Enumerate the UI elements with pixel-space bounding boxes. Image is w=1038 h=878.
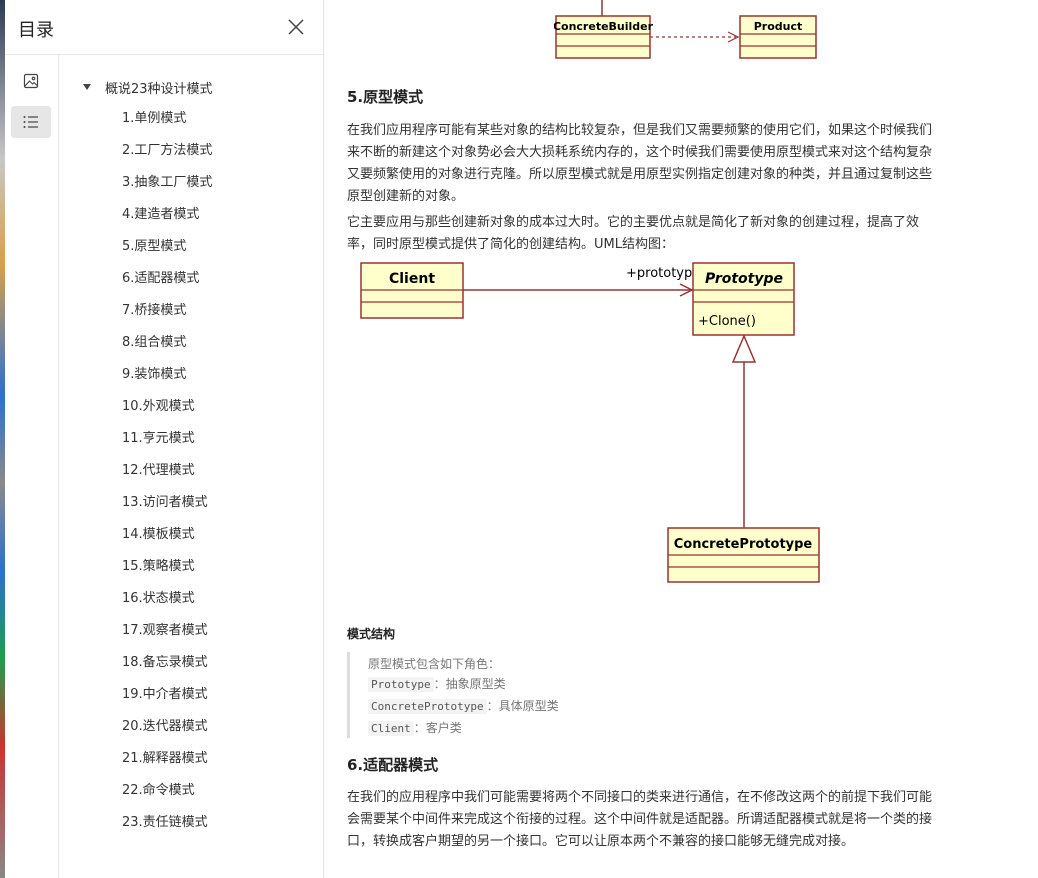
document-content: ConcreteBuilder Product 5.原型模式 在我们应用程序可能… [324, 0, 1038, 878]
toc-item[interactable]: 5.原型模式 [122, 239, 187, 254]
prototype-uml-diagram: Client +prototype Prototype +Clone() Con… [360, 262, 820, 583]
toc-item[interactable]: 14.模板模式 [122, 527, 195, 542]
generalization-arrowhead [731, 334, 757, 363]
role-item: Prototype：抽象原型类 [368, 674, 506, 695]
toc-item[interactable]: 3.抽象工厂模式 [122, 175, 213, 190]
section-5-heading: 5.原型模式 [347, 88, 424, 106]
structure-intro: 原型模式包含如下角色： [368, 657, 501, 671]
list-icon [23, 116, 38, 128]
concrete-prototype-label: ConcretePrototype [674, 537, 813, 552]
builder-uml-diagram: ConcreteBuilder Product [554, 0, 817, 59]
role-code: Prototype [368, 677, 434, 692]
para-line: 会需要某个中间件来完成这个衔接的过程。这个中间件就是适配器。所谓适配器模式就是将… [347, 812, 933, 827]
toc-item[interactable]: 10.外观模式 [122, 399, 195, 414]
toc-item[interactable]: 13.访问者模式 [122, 495, 208, 510]
toc-parent-label: 概说23种设计模式 [105, 81, 213, 97]
client-label: Client [389, 271, 435, 287]
role-item: Client：客户类 [368, 718, 462, 739]
section-5-paragraph-2: 它主要应用与那些创建新对象的成本过大时。它的主要优点就是简化了新对象的创建过程，… [347, 212, 947, 256]
para-line: 又要频繁使用的对象进行克隆。所以原型模式就是用原型实例指定创建对象的种类，并且通… [347, 167, 933, 182]
para-line: 在我们的应用程序中我们可能需要将两个不同接口的类来进行通信，在不修改这两个的前提… [347, 790, 933, 805]
prototype-box [692, 262, 795, 336]
toc-item[interactable]: 18.备忘录模式 [122, 655, 208, 670]
toc-rail [5, 55, 59, 878]
thumbnails-button[interactable] [11, 65, 51, 97]
structure-blockquote: 原型模式包含如下角色： Prototype：抽象原型类 ConcreteProt… [347, 652, 950, 738]
para-line: 率，同时原型模式提供了简化的创建结构。UML结构图： [347, 237, 674, 252]
role-item: ConcretePrototype：具体原型类 [368, 696, 559, 717]
product-box [739, 15, 817, 59]
para-line: 原型创建新的对象。 [347, 189, 465, 204]
toc-panel: 目录 概说23种设计模式 1.单例模式 2.工厂方法模式 3.抽象工厂模式 4.建造者… [5, 0, 324, 878]
para-line: 在我们应用程序可能有某些对象的结构比较复杂，但是我们又需要频繁的使用它们，如果这… [347, 123, 933, 138]
toc-item[interactable]: 12.代理模式 [122, 463, 195, 478]
section-5-paragraph-1: 在我们应用程序可能有某些对象的结构比较复杂，但是我们又需要频繁的使用它们，如果这… [347, 120, 947, 208]
association-arrowhead [679, 283, 694, 297]
concrete-builder-label: ConcreteBuilder [554, 20, 654, 33]
toc-title: 目录 [18, 20, 54, 41]
role-desc: ：客户类 [413, 721, 462, 735]
para-line: 它主要应用与那些创建新对象的成本过大时。它的主要优点就是简化了新对象的创建过程，… [347, 215, 920, 230]
toc-item[interactable]: 17.观察者模式 [122, 623, 208, 638]
role-code: Client [368, 721, 414, 736]
toc-item[interactable]: 7.桥接模式 [122, 303, 187, 318]
para-line: 口，转换成客户期望的另一个接口。它可以让原本两个不兼容的接口能够无缝完成对接。 [347, 834, 855, 849]
toc-item[interactable]: 6.适配器模式 [122, 271, 200, 286]
structure-heading: 模式结构 [347, 627, 396, 641]
toc-item[interactable]: 16.状态模式 [122, 591, 195, 606]
section-6-paragraph: 在我们的应用程序中我们可能需要将两个不同接口的类来进行通信，在不修改这两个的前提… [347, 787, 947, 853]
expand-caret-icon[interactable] [83, 84, 91, 90]
para-line: 来不断的新建这个对象势必会大大损耗系统内存的，这个时候我们需要使用原型模式来对这… [347, 145, 933, 160]
prototype-label: Prototype [705, 271, 783, 287]
concrete-builder-box [555, 15, 651, 59]
toc-item[interactable]: 1.单例模式 [122, 111, 187, 126]
toc-item[interactable]: 20.迭代器模式 [122, 719, 208, 734]
role-desc: ：抽象原型类 [433, 677, 506, 691]
toc-item[interactable]: 23.责任链模式 [122, 815, 208, 830]
section-6-heading: 6.适配器模式 [347, 756, 439, 774]
toc-item[interactable]: 4.建造者模式 [122, 207, 200, 222]
dependency-arrowhead [727, 31, 740, 43]
toc-item[interactable]: 21.解释器模式 [122, 751, 208, 766]
clone-method-label: +Clone() [698, 314, 756, 329]
toc-item[interactable]: 11.亨元模式 [122, 431, 195, 446]
role-code: ConcretePrototype [368, 699, 487, 714]
background-window-edge [0, 0, 5, 878]
close-icon[interactable] [286, 17, 306, 37]
toc-item[interactable]: 22.命令模式 [122, 783, 195, 798]
toc-parent-item[interactable]: 概说23种设计模式 [59, 77, 213, 97]
toc-item[interactable]: 2.工厂方法模式 [122, 143, 213, 158]
toc-item[interactable]: 19.中介者模式 [122, 687, 208, 702]
toc-item[interactable]: 9.装饰模式 [122, 367, 187, 382]
image-icon [23, 73, 39, 89]
role-desc: ：具体原型类 [486, 699, 559, 713]
toc-header: 目录 [5, 0, 323, 55]
product-label: Product [754, 20, 803, 33]
toc-item[interactable]: 15.策略模式 [122, 559, 195, 574]
toc-item[interactable]: 8.组合模式 [122, 335, 187, 350]
outline-button[interactable] [11, 106, 51, 138]
association-label: +prototype [626, 266, 700, 281]
